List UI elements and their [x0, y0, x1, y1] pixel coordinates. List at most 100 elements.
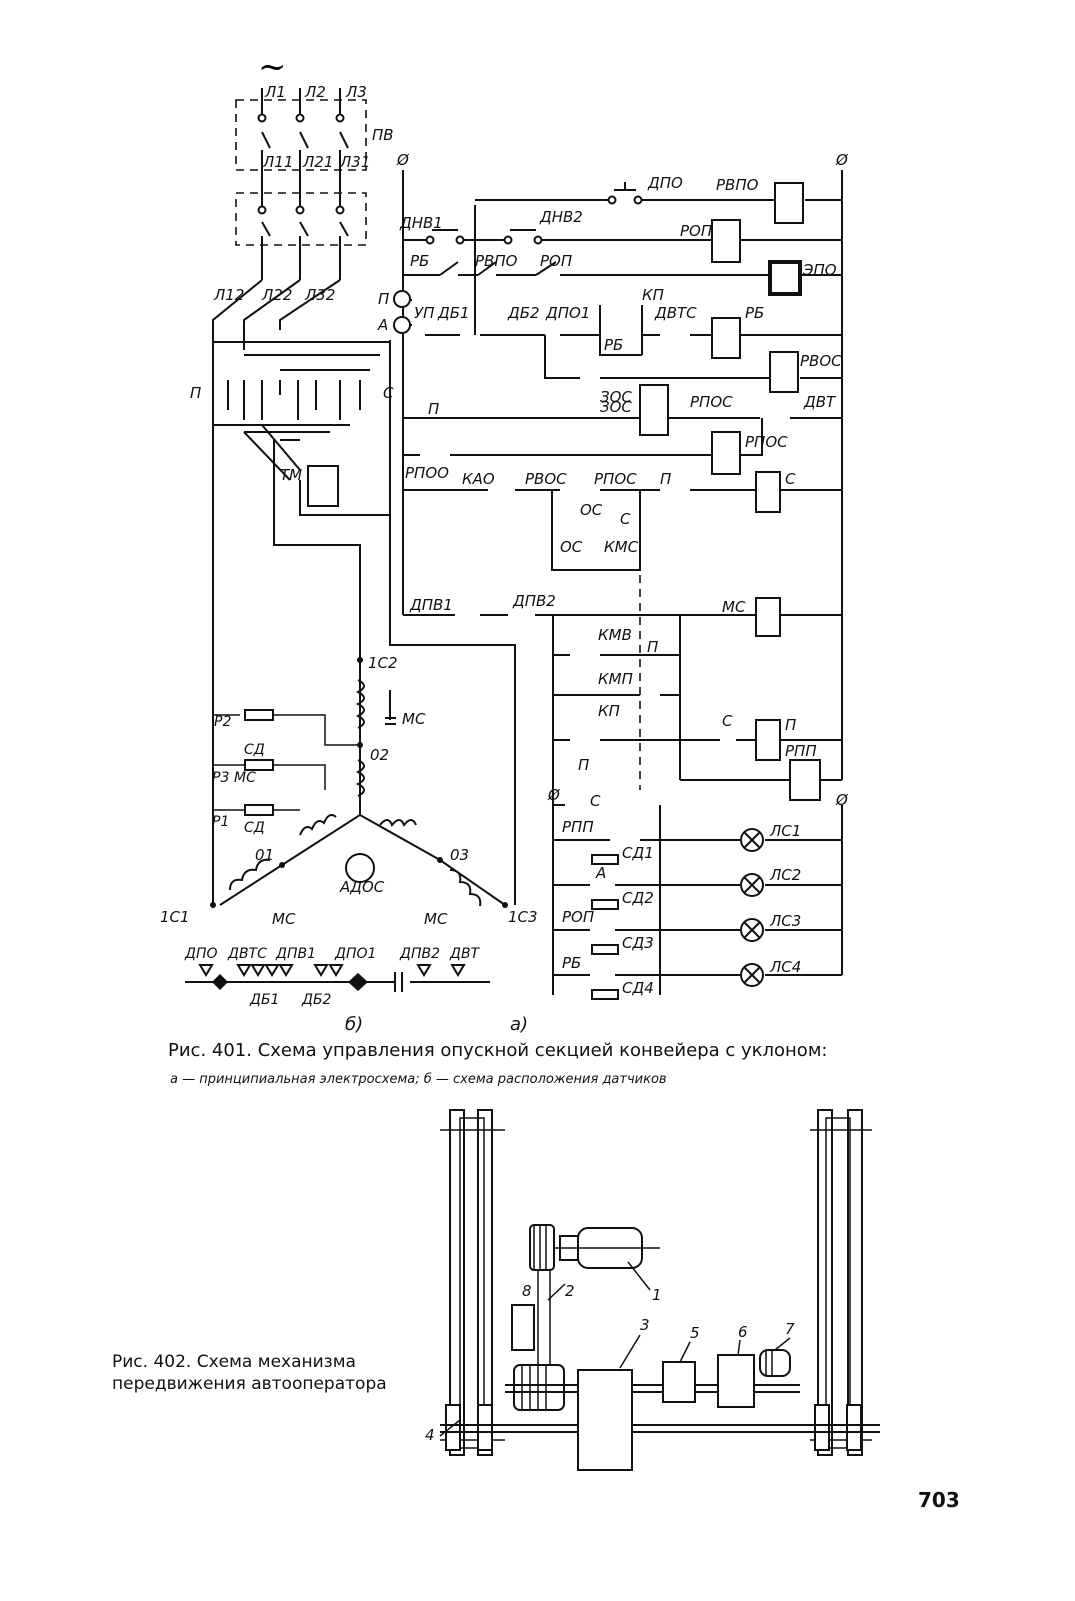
resistor-label-sd1: СД1 [622, 844, 654, 862]
mech-label-2: 2 [565, 1282, 575, 1300]
sensor-db2: ДБ2 [301, 992, 332, 1008]
coil-label-p: П [785, 716, 796, 734]
lamp-terminal-right: Ø [835, 791, 849, 809]
coil-rvos [769, 351, 799, 393]
coil-label-rop: РОП [680, 222, 712, 240]
phase-label-2: Л2 [304, 83, 326, 101]
motor-label-r2: Р2 [214, 714, 231, 730]
sensor-dpo: ДПО [184, 946, 217, 962]
contact-dpv1: ДПВ1 [409, 596, 453, 614]
lamp-label-ls1: ЛС1 [769, 822, 801, 840]
switch-pv-box [235, 99, 367, 171]
coil-rpos [711, 431, 741, 475]
phase-label-3: Л3 [345, 83, 367, 101]
contact-rb-1: РБ [410, 252, 429, 270]
coil-rvpo [774, 182, 804, 224]
terminal-1c1: 1С1 [160, 908, 190, 926]
contact-dnv1: ДНВ1 [399, 214, 443, 232]
mech-label-7: 7 [785, 1320, 795, 1338]
sublabel-b: б) [345, 1014, 363, 1035]
after-switch-label-3: Л31 [339, 153, 370, 171]
contact-s-3: С [590, 792, 601, 810]
coils [639, 182, 821, 801]
after-switch-label-2: Л21 [302, 153, 333, 171]
mech-label-5: 5 [690, 1324, 700, 1342]
motor-label-sd-1: СД [244, 742, 265, 758]
coil-rb [711, 317, 741, 359]
coil-rpp [789, 759, 821, 801]
contact-db1: ДБ1 [437, 304, 470, 322]
sensor-dpo1: ДПО1 [334, 946, 376, 962]
contact-rop: РОП [540, 252, 572, 270]
contact-rvpo: РВПО [475, 252, 518, 270]
contactor-p-label: П [190, 384, 201, 402]
contact-os-2: ОС [560, 538, 583, 556]
figure-401-caption: Рис. 401. Схема управления опускной секц… [168, 1040, 828, 1061]
contact-dpo1: ДПО1 [545, 304, 590, 322]
contact-rb-3: РБ [562, 954, 581, 972]
contact-p-3: П [647, 638, 658, 656]
mechanism-drawing [439, 1109, 880, 1471]
terminal-03: 03 [450, 846, 469, 864]
contact-dvts: ДВТС [654, 304, 697, 322]
contact-kms: КМС [604, 538, 639, 556]
resistor-label-sd3: СД3 [622, 934, 654, 952]
figure-401-subcaption: а — принципиальная электросхема; б — схе… [170, 1072, 667, 1087]
fuse-box [235, 192, 367, 246]
lamp-label-ls2: ЛС2 [769, 866, 801, 884]
contact-kp-1: КП [642, 286, 664, 304]
motor-label-r1: Р1 [212, 814, 229, 830]
coil-ms [755, 597, 781, 637]
contact-s-1: С [620, 510, 631, 528]
contact-a: А [595, 864, 606, 882]
coil-epo [768, 260, 802, 296]
lamp-terminal-left: Ø [547, 786, 561, 804]
contact-kmv: КМВ [598, 626, 632, 644]
terminal-left: Ø [396, 151, 410, 169]
sublabel-a: а) [510, 1014, 528, 1035]
mech-label-6: 6 [738, 1323, 748, 1341]
brake-contact-ms-right: МС [424, 910, 448, 928]
figure-402-caption-line1: Рис. 402. Схема механизма [112, 1352, 356, 1372]
brake-label: ТМ [280, 466, 302, 484]
coil-label-s: С [785, 470, 796, 488]
contact-rpos-2: РПОС [594, 470, 637, 488]
after-switch-label-1: Л11 [262, 153, 293, 171]
contact-up: УП [414, 304, 434, 322]
terminal-02: 02 [370, 746, 389, 764]
coil-rop [711, 219, 741, 263]
terminal-1c2: 1С2 [368, 654, 398, 672]
terminal-01: 01 [255, 846, 274, 864]
coil-label-zos: ЗОС [600, 388, 632, 406]
contactor-s-label: С [383, 384, 394, 402]
terminal-right: Ø [835, 151, 849, 169]
contact-rvos: РВОС [525, 470, 567, 488]
mode-p-indicator [393, 290, 411, 308]
contact-p-4: П [578, 756, 589, 774]
coil-s [755, 471, 781, 513]
mech-label-3: 3 [640, 1316, 650, 1334]
mode-a-indicator [393, 316, 411, 334]
contact-kmp: КМП [598, 670, 633, 688]
contact-rpos-1: РПОС [690, 393, 733, 411]
mech-label-1: 1 [652, 1286, 662, 1304]
contact-rpoo: РПОО [405, 464, 449, 482]
mode-p-label: П [378, 290, 389, 308]
sensor-dvt: ДВТ [449, 946, 481, 962]
signal-lamps [591, 828, 764, 1000]
contact-db2: ДБ2 [507, 304, 540, 322]
phase-label-1: Л1 [264, 83, 286, 101]
resistor-label-sd4: СД4 [622, 979, 654, 997]
contact-p-2: П [660, 470, 671, 488]
motor-rotor [345, 853, 375, 883]
contact-labels: ДПО ДНВ1 ДНВ2 РБ РВПО РОП УП ДБ1 ДБ2 ДПО… [399, 174, 837, 972]
resistor-label-sd2: СД2 [622, 889, 654, 907]
brake-contact-ms-left: МС [272, 910, 296, 928]
coil-label-rpos: РПОС [745, 433, 788, 451]
mech-label-8: 8 [522, 1282, 532, 1300]
contact-s-2: С [722, 712, 733, 730]
sensor-dpv2: ДПВ2 [399, 946, 440, 962]
contact-dvt: ДВТ [803, 393, 837, 411]
contact-kao: КАО [462, 470, 495, 488]
